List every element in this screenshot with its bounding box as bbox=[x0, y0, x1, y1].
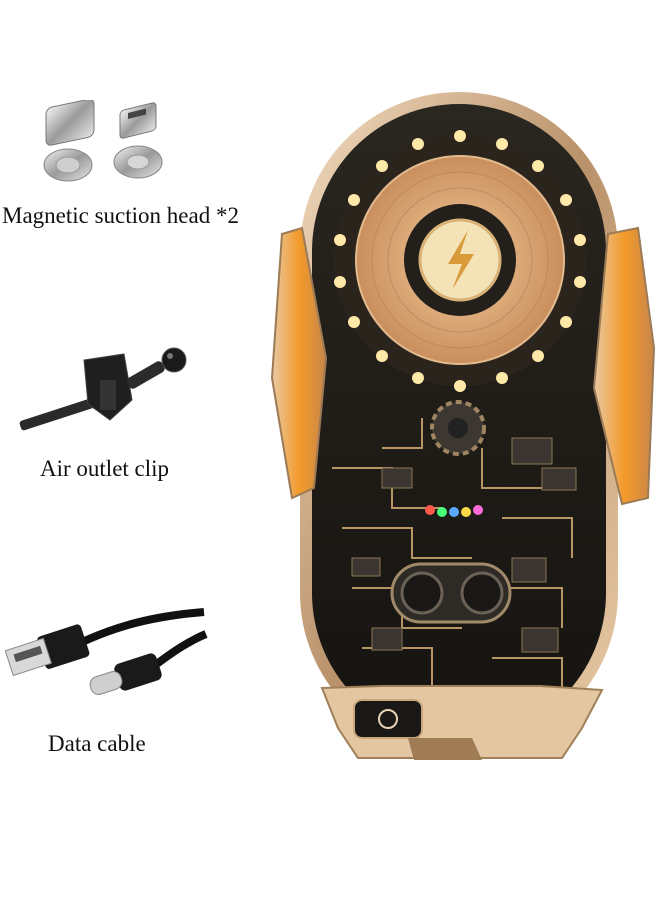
usb-c-connector bbox=[89, 653, 162, 695]
magnetic-suction-heads-image bbox=[43, 100, 163, 182]
magnetic-suction-head-label: Magnetic suction head *2 bbox=[2, 203, 239, 228]
wireless-charger-phone-holder-image bbox=[270, 92, 656, 760]
right-clamp-arm bbox=[592, 226, 656, 506]
led-ring bbox=[334, 130, 586, 392]
left-clamp-arm bbox=[270, 226, 328, 500]
air-outlet-clip-label: Air outlet clip bbox=[40, 456, 170, 481]
data-cable-label: Data cable bbox=[48, 731, 146, 756]
touch-button bbox=[353, 699, 423, 739]
micro-usb-head bbox=[113, 102, 163, 179]
air-outlet-clip-image bbox=[19, 347, 187, 431]
rgb-leds bbox=[425, 505, 483, 517]
lightning-bolt-icon bbox=[448, 230, 474, 290]
data-cable-image bbox=[4, 608, 208, 695]
lightning-head bbox=[43, 100, 95, 182]
usb-a-connector bbox=[4, 624, 90, 677]
finger-touch-icon bbox=[378, 709, 398, 729]
